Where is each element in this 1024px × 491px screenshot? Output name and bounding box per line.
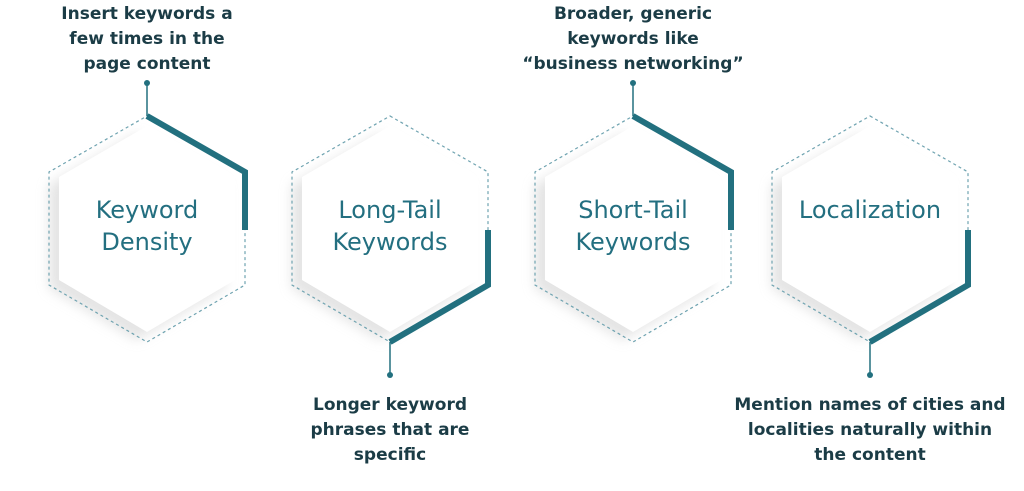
hex-accent-edge xyxy=(868,230,971,345)
title-line: Short-Tail xyxy=(578,196,688,224)
pin-dot xyxy=(630,80,636,86)
caption-line: keywords like xyxy=(567,29,699,49)
hex-fill xyxy=(302,126,478,332)
pin-dot xyxy=(387,372,393,378)
pin-dot xyxy=(867,372,873,378)
caption-keyword-density: Insert keywords a few times in the page … xyxy=(0,2,307,77)
caption-line: specific xyxy=(353,445,427,465)
caption-long-tail: Longer keyword phrases that are specific xyxy=(230,393,550,468)
title-line: Localization xyxy=(798,196,942,224)
title-line: Keyword xyxy=(95,196,199,224)
caption-short-tail: Broader, generic keywords like “business… xyxy=(473,2,793,77)
hex-accent-edge xyxy=(145,113,248,230)
hex-title-localization: Localization xyxy=(770,194,970,226)
caption-line: page content xyxy=(83,54,211,74)
title-line: Keywords xyxy=(575,228,691,256)
hex-fill xyxy=(782,126,958,332)
hex-title-keyword-density: Keyword Density xyxy=(47,194,247,258)
caption-line: few times in the xyxy=(69,29,225,49)
hex-fill xyxy=(545,126,721,332)
caption-line: Mention names of cities and xyxy=(734,395,1006,415)
hex-title-short-tail: Short-Tail Keywords xyxy=(533,194,733,258)
caption-line: Longer keyword xyxy=(312,395,467,415)
caption-line: Broader, generic xyxy=(553,4,713,24)
caption-line: “business networking” xyxy=(522,54,744,74)
hex-dashed-outline xyxy=(291,115,489,343)
caption-line: localities naturally within xyxy=(747,420,993,440)
title-line: Long-Tail xyxy=(338,196,442,224)
hex-title-long-tail: Long-Tail Keywords xyxy=(290,194,490,258)
title-line: Keywords xyxy=(332,228,448,256)
hex-accent-edge xyxy=(388,230,491,345)
hex-dashed-outline xyxy=(771,115,969,343)
caption-line: phrases that are xyxy=(310,420,470,440)
pin-dot xyxy=(144,80,150,86)
hex-accent-edge xyxy=(631,113,734,230)
title-line: Density xyxy=(101,228,193,256)
caption-localization: Mention names of cities and localities n… xyxy=(710,393,1024,468)
hex-dashed-outline xyxy=(48,115,246,343)
hex-fill xyxy=(59,126,235,332)
hex-dashed-outline xyxy=(534,115,732,343)
caption-line: the content xyxy=(814,445,926,465)
caption-line: Insert keywords a xyxy=(61,4,233,24)
